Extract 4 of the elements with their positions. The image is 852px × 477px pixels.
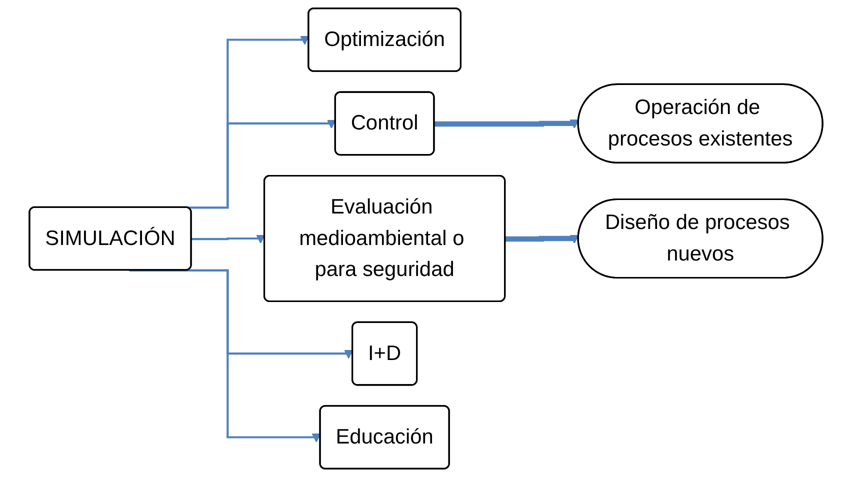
arrow [434,119,580,128]
arrow [129,269,321,442]
arrow [505,234,580,244]
arrow [192,234,266,244]
